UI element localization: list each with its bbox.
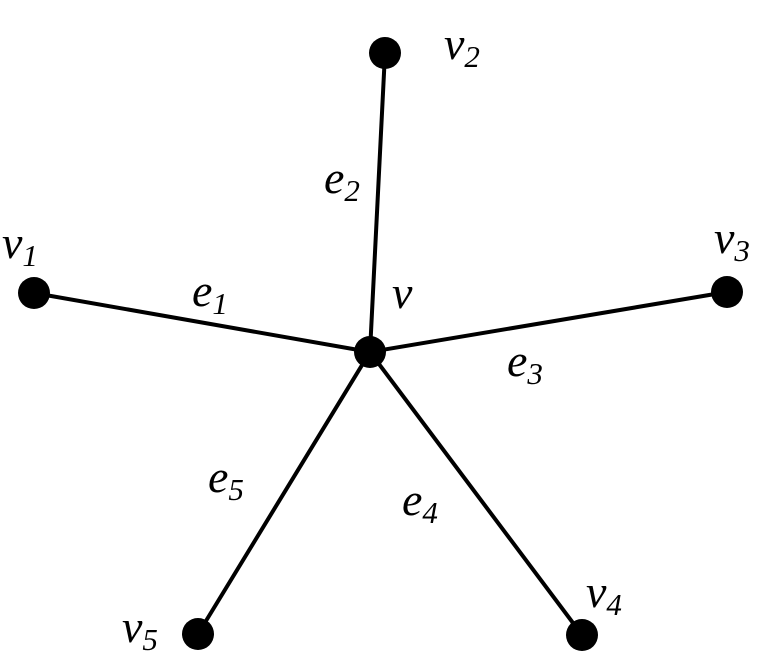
edge-label-e2-sub: 2 — [344, 173, 360, 208]
edge-label-e1-sub: 1 — [212, 286, 228, 321]
edge-label-e2-main: e — [324, 152, 344, 203]
vertex-label-v5-sub: 5 — [142, 622, 158, 657]
edge-label-e5: e5 — [208, 451, 244, 507]
vertex-label-v1-main: v — [2, 217, 23, 268]
vertex-label-v4-main: v — [586, 566, 607, 617]
vertex-v2 — [369, 37, 401, 69]
edge-e2 — [368, 51, 387, 354]
edge-label-e3: e3 — [507, 335, 543, 391]
vertex-label-v3-sub: 3 — [733, 233, 750, 268]
vertex-label-v2-main: v — [444, 18, 465, 69]
vertex-label-v2-sub: 2 — [464, 39, 480, 74]
vertex-label-v1: v1 — [2, 217, 38, 273]
edge-e3 — [368, 290, 729, 354]
vertex-label-v5: v5 — [122, 601, 158, 657]
vertex-v5 — [182, 618, 214, 650]
edge-label-e4-sub: 4 — [422, 495, 438, 530]
edge-label-e1: e1 — [192, 265, 228, 321]
edge-e1 — [32, 291, 372, 354]
vertex-label-v5-main: v — [122, 601, 143, 652]
edge-label-e1-main: e — [192, 265, 212, 316]
vertex-label-v3: v3 — [714, 212, 750, 268]
vertex-label-v3-main: v — [714, 212, 735, 263]
edge-label-e4-main: e — [402, 474, 422, 525]
vertex-v3 — [711, 276, 743, 308]
edge-label-e3-main: e — [507, 335, 527, 386]
vertex-label-v1-sub: 1 — [22, 238, 38, 273]
vertex-label-v2: v2 — [444, 18, 480, 74]
vertex-v1 — [18, 277, 50, 309]
edge-label-e5-sub: 5 — [228, 472, 244, 507]
edge-e4 — [368, 350, 584, 637]
vertex-center — [354, 336, 386, 368]
vertex-label-v4: v4 — [586, 566, 622, 622]
vertex-v4 — [566, 619, 598, 651]
edge-label-e5-main: e — [208, 451, 228, 502]
vertex-label-v4-sub: 4 — [606, 587, 622, 622]
edge-e5 — [196, 350, 372, 636]
edge-label-e3-sub: 3 — [526, 356, 543, 391]
edge-label-e4: e4 — [402, 474, 438, 530]
vertex-label-center: v — [392, 267, 413, 318]
edge-label-e2: e2 — [324, 152, 360, 208]
